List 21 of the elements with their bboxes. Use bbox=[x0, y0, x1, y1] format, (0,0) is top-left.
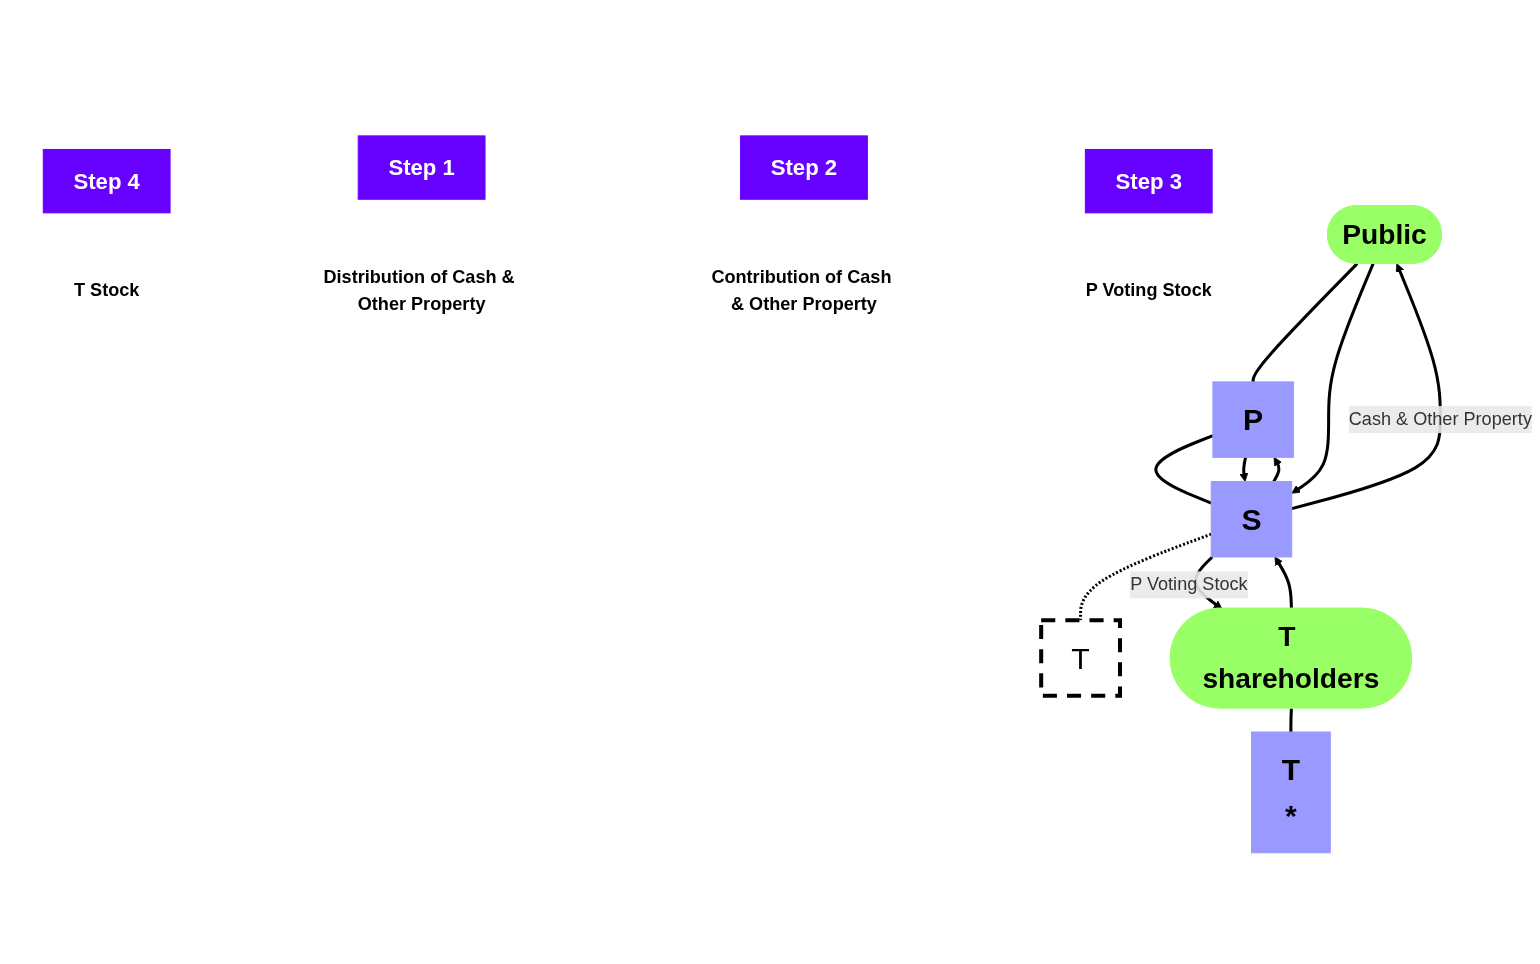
node-box: Step 4 bbox=[42, 148, 171, 214]
node-box: T bbox=[1039, 618, 1122, 698]
arrow bbox=[1239, 457, 1249, 482]
edge-label: Cash & Other Property bbox=[1348, 409, 1532, 430]
node-box: P bbox=[1212, 381, 1294, 458]
arrow bbox=[1291, 263, 1442, 511]
node-box: Step 3 bbox=[1084, 148, 1213, 214]
node-label: Contribution of Cash & Other Property bbox=[711, 266, 892, 314]
arrow bbox=[1274, 556, 1293, 609]
node-label: P Voting Stock bbox=[1085, 280, 1212, 301]
edge-label: P Voting Stock bbox=[1130, 574, 1248, 595]
connector bbox=[1289, 708, 1293, 733]
connector bbox=[1251, 262, 1359, 382]
node-box: Step 2 bbox=[740, 135, 868, 200]
node-box: T * bbox=[1251, 731, 1331, 854]
node-label: Distribution of Cash & Other Property bbox=[323, 266, 515, 314]
arrow bbox=[1272, 456, 1282, 483]
arrow bbox=[1291, 263, 1375, 494]
node-box: Step 1 bbox=[357, 135, 486, 200]
node-box: S bbox=[1210, 481, 1293, 558]
node-label: T Stock bbox=[73, 280, 140, 301]
